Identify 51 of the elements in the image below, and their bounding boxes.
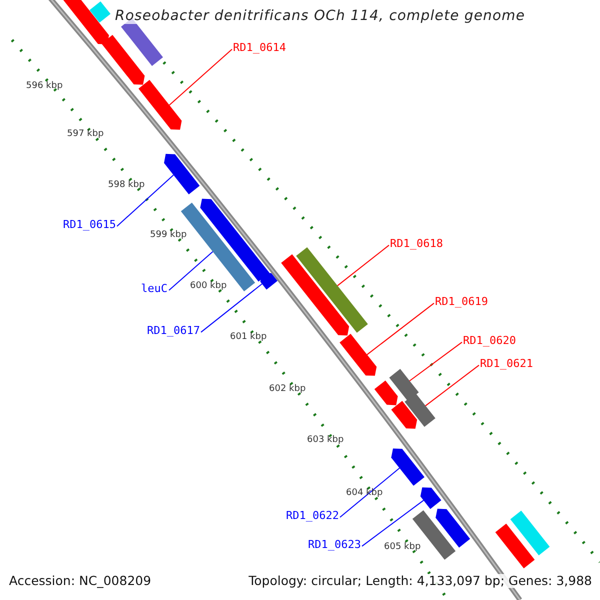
leader-line (200, 283, 262, 333)
gene-marker (391, 448, 424, 486)
gene-marker (200, 198, 270, 282)
leader-line (425, 364, 480, 406)
tick-label: 601 kbp (230, 333, 267, 343)
gene-block (296, 247, 368, 333)
gene-marker (102, 34, 145, 85)
gene-marker (420, 487, 442, 509)
gene-label: RD1_0614 (233, 42, 286, 54)
leader-line (168, 48, 232, 106)
tick-label: 603 kbp (307, 436, 344, 446)
leader-line (116, 174, 174, 227)
tick-label: 602 kbp (269, 385, 306, 395)
gene-label: RD1_0617 (147, 325, 200, 338)
leader-line (168, 251, 214, 291)
accession-text: Accession: NC_008209 (9, 574, 152, 588)
map-title: Roseobacter denitrificans OCh 114, complete genome (115, 9, 526, 24)
leader-line (409, 342, 462, 382)
gene-marker (391, 400, 418, 429)
gene-marker (281, 254, 350, 336)
genome-summary: Topology: circular; Length: 4,133,097 bp; Genes: 3,988 (248, 574, 592, 588)
tick-label: 600 kbp (190, 282, 227, 292)
gene-block (389, 368, 419, 402)
gene-label: leuC (141, 283, 168, 296)
gene-marker (260, 272, 278, 290)
gene-marker (436, 508, 470, 548)
gene-block (90, 1, 110, 23)
leader-line (362, 500, 424, 547)
gene-marker (340, 334, 377, 376)
tick-label: 599 kbp (150, 231, 187, 241)
gene-marker (374, 380, 398, 406)
gene-marker (164, 154, 200, 194)
gene-label: RD1_0618 (390, 238, 443, 250)
tick-label: 598 kbp (108, 181, 145, 191)
gene-block (404, 393, 436, 427)
tick-label: 597 kbp (67, 130, 104, 140)
leader-line (340, 468, 400, 518)
gene-label: RD1_0620 (463, 335, 516, 348)
gene-label: RD1_0619 (435, 296, 488, 308)
gene-label: RD1_0615 (63, 219, 116, 232)
tick-label: 596 kbp (26, 82, 63, 92)
gene-block (495, 524, 535, 568)
gene-block (510, 510, 550, 556)
tick-label: 605 kbp (384, 543, 421, 553)
gene-marker (138, 80, 182, 130)
gene-label: RD1_0622 (286, 510, 339, 522)
gene-label: RD1_0621 (480, 358, 533, 370)
leader-line (337, 244, 390, 286)
leader-line (366, 302, 434, 356)
gene-marker (63, 0, 109, 44)
gene-label: RD1_0623 (308, 539, 361, 552)
